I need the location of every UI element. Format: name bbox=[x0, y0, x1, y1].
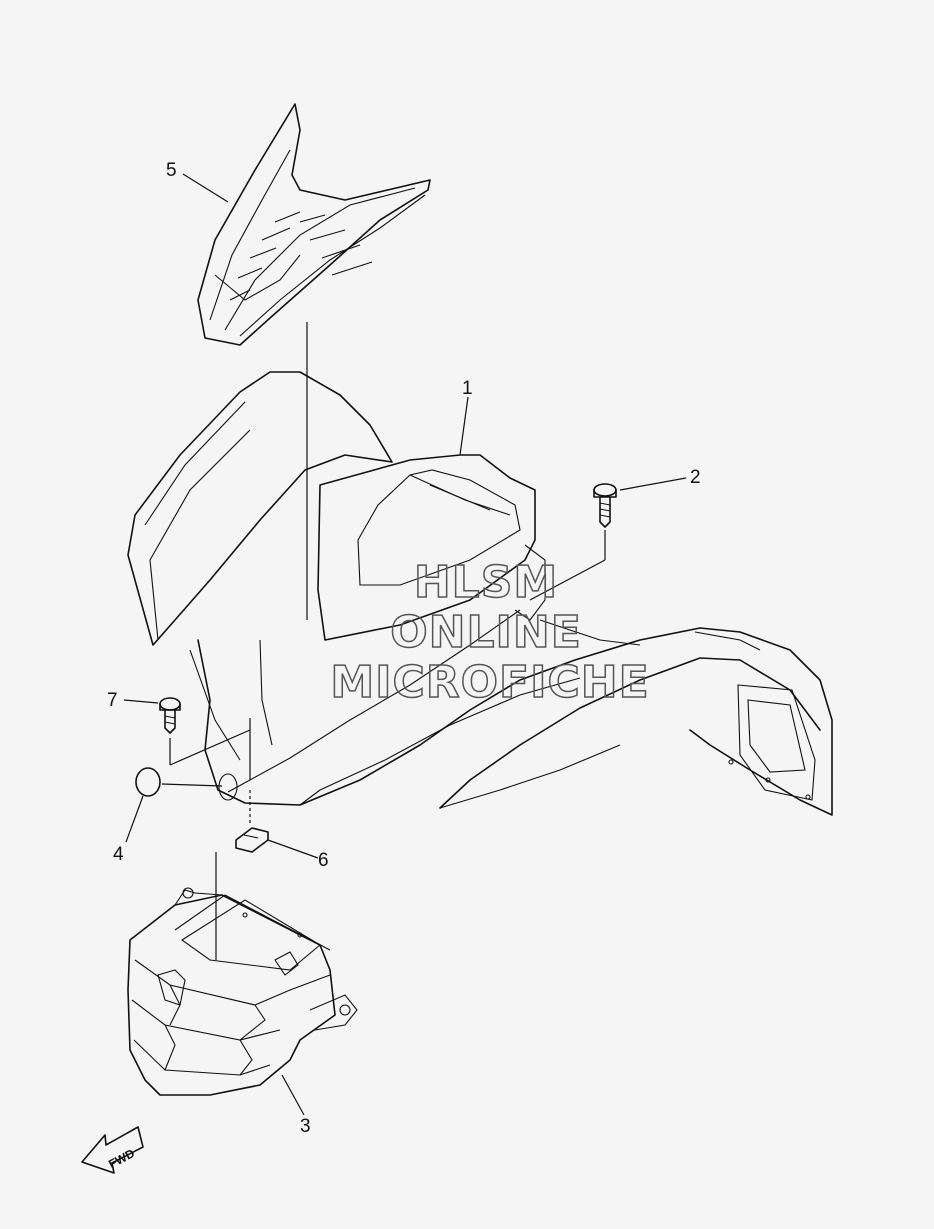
callout-6: 6 bbox=[318, 850, 329, 871]
leader-lines bbox=[123, 173, 687, 1116]
watermark-line-2: ONLINE bbox=[390, 607, 582, 658]
callout-2: 2 bbox=[690, 467, 701, 488]
callout-7: 7 bbox=[107, 690, 118, 711]
fwd-arrow-icon: FWD bbox=[81, 1126, 144, 1174]
callout-5: 5 bbox=[166, 160, 177, 181]
callout-1: 1 bbox=[462, 378, 473, 399]
part-3-lower-cover bbox=[127, 852, 358, 1096]
part-1-front-fender bbox=[127, 371, 833, 816]
watermark-line-1: HLSM bbox=[414, 557, 558, 608]
callout-3: 3 bbox=[300, 1116, 311, 1137]
part-6-clip-nut bbox=[235, 790, 269, 853]
part-4-plug bbox=[135, 767, 238, 801]
part-7-screw bbox=[159, 697, 251, 780]
watermark-line-3: MICROFICHE bbox=[330, 657, 649, 708]
part-2-screw bbox=[529, 483, 617, 601]
fwd-label: FWD bbox=[106, 1146, 137, 1171]
part-5-front-grille bbox=[197, 103, 431, 346]
callout-4: 4 bbox=[113, 844, 124, 865]
watermark: HLSM ONLINE MICROFICHE bbox=[330, 556, 650, 709]
